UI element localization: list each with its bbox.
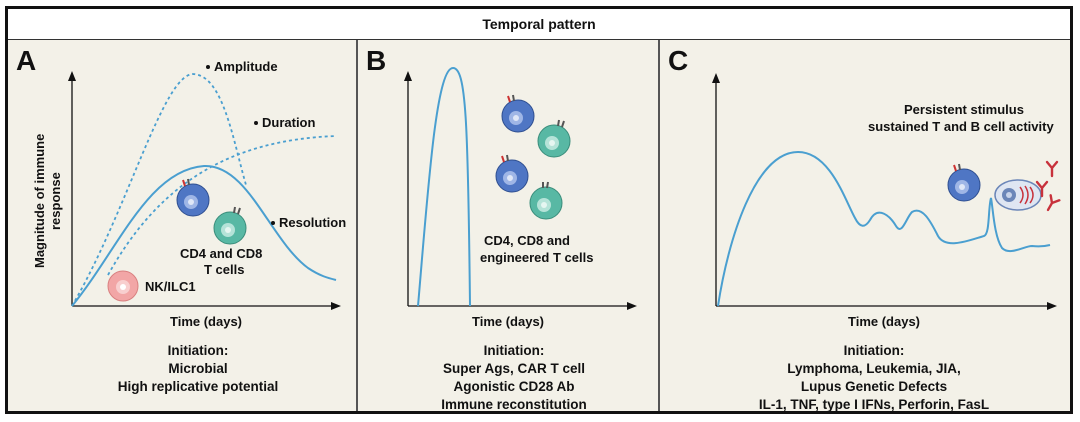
antibody-icon xyxy=(1046,194,1061,212)
panel-c-initiation-title: Initiation: xyxy=(844,343,905,358)
panel-a-response-curve xyxy=(71,164,337,307)
t-cell-teal-icon xyxy=(537,119,571,158)
t-cell-blue-icon xyxy=(176,178,210,217)
panel-a-amplitude-label: Amplitude xyxy=(214,59,278,74)
panel-a-ylabel-line1: Magnitude of immune xyxy=(32,134,47,268)
panel-c-response-curve xyxy=(717,150,1051,307)
panel-c-initiation-line1: Lymphoma, Leukemia, JIA, xyxy=(787,361,961,376)
panel-b-cells-label-line1: CD4, CD8 and xyxy=(484,233,570,248)
panel-c-letter: C xyxy=(668,45,688,76)
panel-b-initiation-title: Initiation: xyxy=(484,343,545,358)
t-cell-blue-icon xyxy=(495,154,529,193)
panel-a-axes xyxy=(68,71,341,310)
panel-a-duration-label: Duration xyxy=(262,115,316,130)
panel-b-cells-label-line2: engineered T cells xyxy=(480,250,593,265)
panel-a: A Magnitude of immune response Time (day… xyxy=(8,40,356,411)
panel-a-duration-curve xyxy=(107,135,337,276)
panel-a-resolution-label: Resolution xyxy=(279,215,346,230)
panel-a-cells-label-line2: T cells xyxy=(204,262,244,277)
panel-c-axes xyxy=(712,73,1057,310)
t-cell-blue-icon xyxy=(501,94,535,133)
panel-divider-ab xyxy=(356,40,358,411)
panel-b-response-curve xyxy=(417,66,471,307)
panel-b-initiation-line2: Agonistic CD28 Ab xyxy=(453,379,574,394)
panel-a-letter: A xyxy=(16,45,36,76)
nk-cell-icon xyxy=(107,270,139,302)
panel-b-letter: B xyxy=(366,45,386,76)
figure-frame: Temporal pattern A Magnitude of immune r… xyxy=(5,6,1073,414)
panel-c-initiation-line3: IL-1, TNF, type I IFNs, Perforin, FasL xyxy=(759,397,989,411)
panel-c: C Time (days) Persistent stimulus sustai… xyxy=(660,40,1070,411)
t-cell-teal-icon xyxy=(213,206,247,245)
panel-b-xlabel: Time (days) xyxy=(472,314,544,329)
panel-a-cells-label-line1: CD4 and CD8 xyxy=(180,246,262,261)
panel-a-initiation-title: Initiation: xyxy=(168,343,229,358)
panel-c-initiation-line2: Lupus Genetic Defects xyxy=(801,379,947,394)
antibody-icon xyxy=(1035,180,1049,198)
panel-a-xlabel: Time (days) xyxy=(170,314,242,329)
panel-a-initiation-line2: High replicative potential xyxy=(118,379,279,394)
panel-c-stimulus-line1: Persistent stimulus xyxy=(904,102,1024,117)
panel-a-nk-label: NK/ILC1 xyxy=(145,279,196,294)
panel-a-initiation-line1: Microbial xyxy=(168,361,227,376)
figure-header: Temporal pattern xyxy=(8,9,1070,40)
plasma-cell-icon xyxy=(994,179,1042,211)
panel-b: B Time (days) xyxy=(358,40,658,411)
panel-b-initiation-line3: Immune reconstitution xyxy=(441,397,587,411)
panel-b-axes xyxy=(404,71,637,310)
antibody-icon xyxy=(1045,160,1059,178)
panel-divider-bc xyxy=(658,40,660,411)
panel-a-ylabel-line2: response xyxy=(48,172,63,230)
panel-c-stimulus-line2: sustained T and B cell activity xyxy=(868,119,1054,134)
panel-b-initiation-line1: Super Ags, CAR T cell xyxy=(443,361,585,376)
t-cell-teal-icon xyxy=(529,181,563,220)
panel-a-amplitude-curve xyxy=(71,73,247,307)
panel-c-xlabel: Time (days) xyxy=(848,314,920,329)
t-cell-blue-icon xyxy=(947,163,981,202)
